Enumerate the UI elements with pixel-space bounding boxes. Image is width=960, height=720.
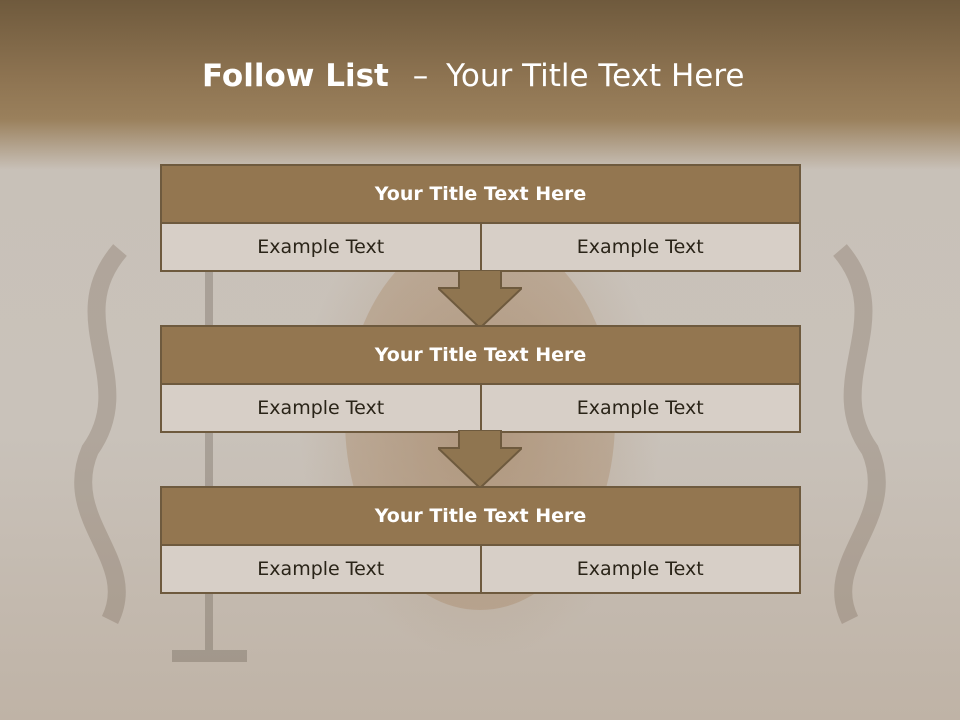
- title-bold-part: Follow List: [202, 58, 389, 94]
- block-row: Example Text Example Text: [162, 546, 799, 592]
- block-row: Example Text Example Text: [162, 385, 799, 431]
- title-rest-part: Your Title Text Here: [446, 58, 745, 94]
- block-header: Your Title Text Here: [162, 166, 799, 224]
- title-dash: –: [412, 58, 429, 94]
- block-cell-right: Example Text: [479, 546, 799, 592]
- block-row: Example Text Example Text: [162, 224, 799, 270]
- slide-title: Follow List – Your Title Text Here: [202, 54, 744, 98]
- header-band: [0, 0, 960, 170]
- block-cell-left: Example Text: [162, 546, 480, 592]
- list-block-2: Your Title Text Here Example Text Exampl…: [160, 325, 801, 433]
- block-cell-right: Example Text: [479, 385, 799, 431]
- list-block-1: Your Title Text Here Example Text Exampl…: [160, 164, 801, 272]
- block-cell-left: Example Text: [162, 385, 480, 431]
- down-arrow-icon: [438, 430, 522, 490]
- block-cell-right: Example Text: [479, 224, 799, 270]
- list-block-3: Your Title Text Here Example Text Exampl…: [160, 486, 801, 594]
- block-header: Your Title Text Here: [162, 488, 799, 546]
- down-arrow-icon: [438, 270, 522, 330]
- block-cell-left: Example Text: [162, 224, 480, 270]
- block-header: Your Title Text Here: [162, 327, 799, 385]
